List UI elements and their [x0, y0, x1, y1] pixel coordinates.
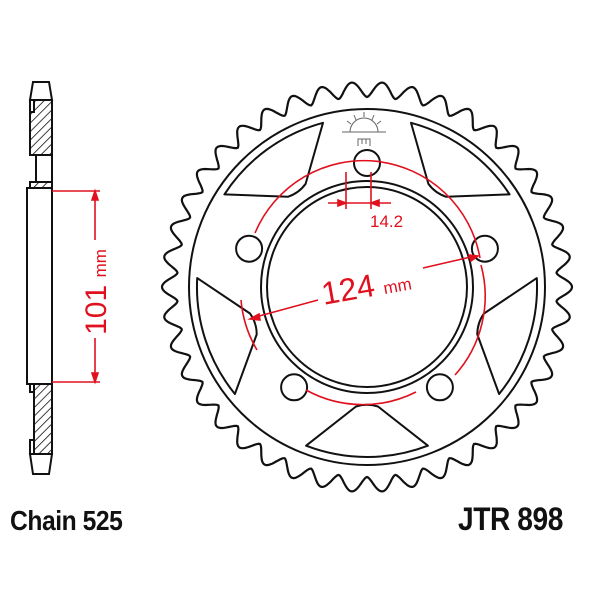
bolt-hole: [425, 373, 454, 402]
bolt-circle-label: 124 mm: [319, 261, 414, 312]
sprocket-bore-inner: [266, 186, 468, 388]
lightening-cutout: [305, 403, 429, 458]
lightening-cutout: [476, 277, 539, 395]
side-profile-view: [26, 81, 54, 475]
profile-bottom-tooth: [28, 453, 54, 475]
bolt-hole-dimension: [328, 172, 391, 209]
jt-logo-icon: [342, 112, 386, 146]
bolt-circle-dimension: [240, 159, 486, 406]
profile-bottom-web-hatched: [33, 383, 53, 455]
bolt-hole: [470, 234, 499, 263]
bolt-hole: [280, 373, 309, 402]
bore-dimension-label: 101 mm: [80, 249, 113, 335]
profile-hub: [26, 187, 53, 385]
chain-size-label: Chain 525: [10, 505, 123, 536]
sprocket-front-view: [160, 81, 574, 493]
bolt-hole: [353, 149, 381, 177]
part-number-label: JTR 898: [458, 501, 563, 537]
sprocket-teeth-outline: [160, 81, 574, 493]
bolt-hole: [235, 234, 264, 263]
lightening-cutout: [410, 121, 511, 198]
lightening-cutout: [223, 121, 324, 198]
profile-top-web-plain: [35, 154, 53, 183]
sprocket-bore-outer: [260, 180, 474, 394]
bolt-hole-label: 14.2: [370, 212, 403, 231]
profile-top-tooth: [28, 81, 54, 101]
lightening-cutout: [195, 277, 258, 395]
sprocket-inner-rim: [188, 108, 546, 466]
bore-dimension: [52, 188, 100, 385]
